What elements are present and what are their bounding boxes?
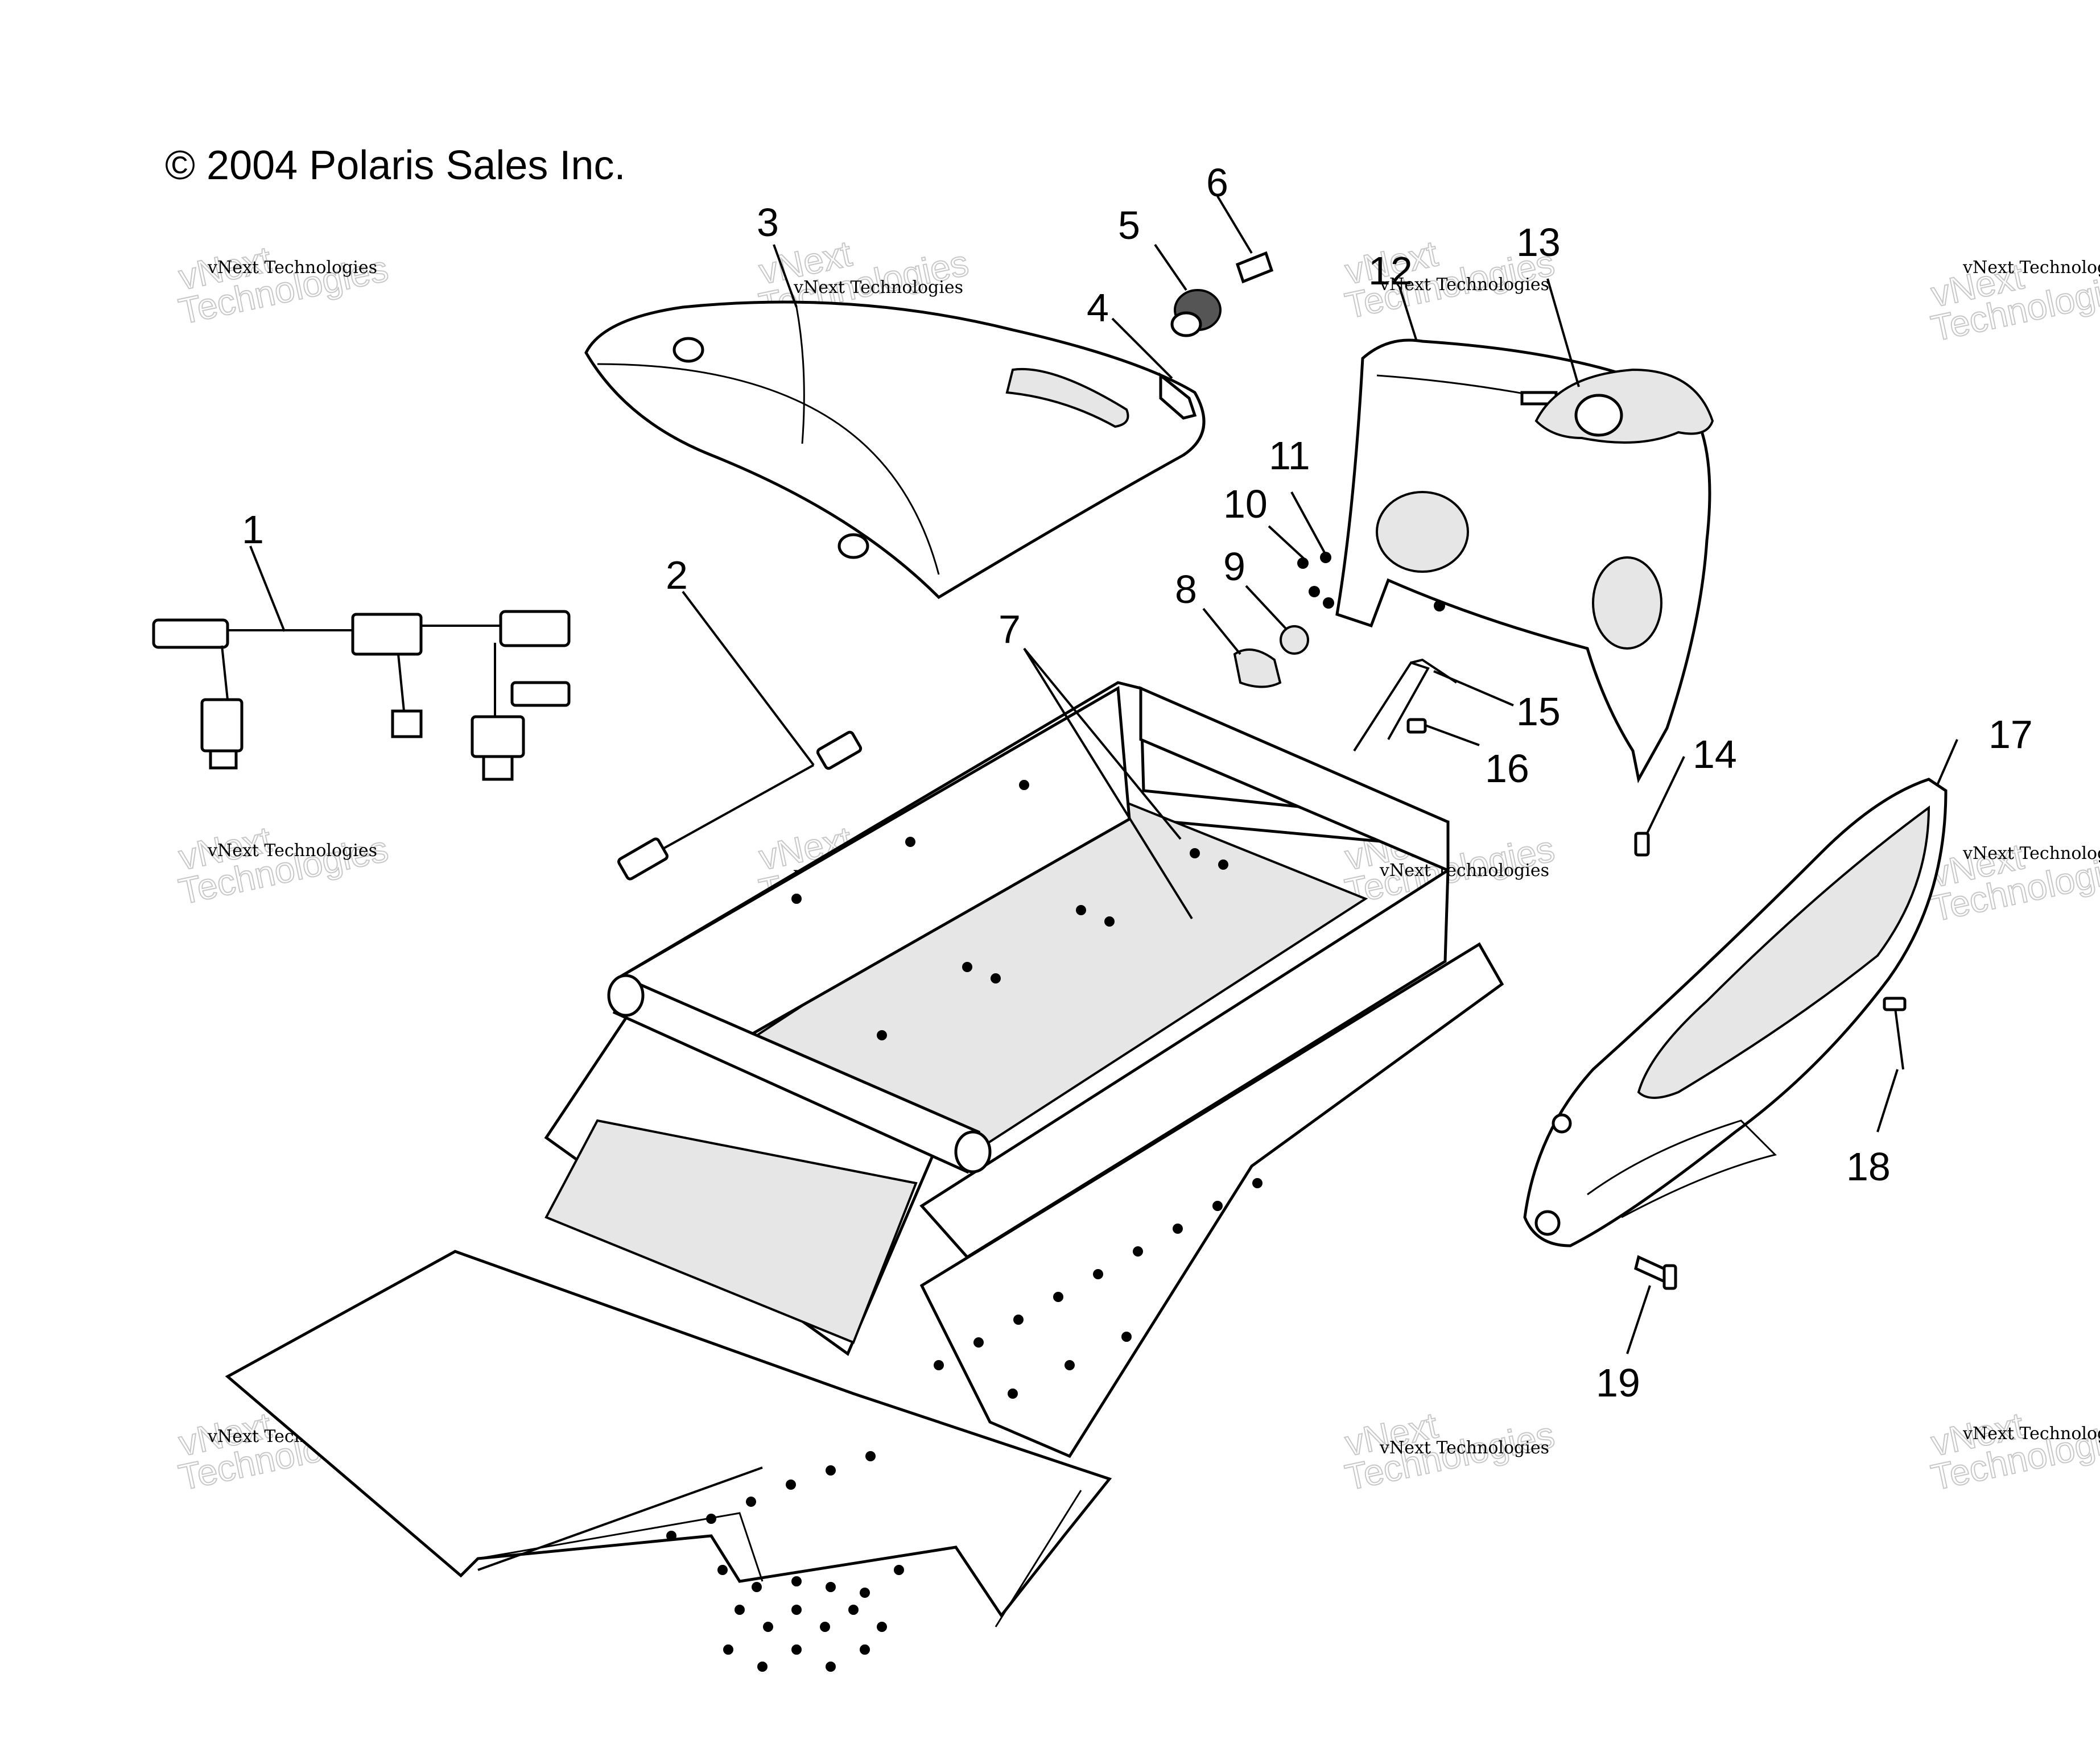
callout-4: 4 xyxy=(1087,286,1109,330)
chassis-hole xyxy=(746,1497,756,1507)
chassis-hole xyxy=(1173,1224,1183,1234)
chassis-storage-box xyxy=(225,681,1504,1627)
chassis-hole xyxy=(865,1451,876,1461)
chassis-hole xyxy=(1093,1269,1103,1279)
chassis-hole xyxy=(820,1622,830,1632)
watermark-top-left: vNext Technologies vNext Technologies xyxy=(175,238,392,332)
chassis-hole xyxy=(826,1582,836,1592)
chassis-hole xyxy=(791,1644,802,1655)
svg-text:vNext Technologies: vNext Technologies xyxy=(1379,1438,1549,1458)
chassis-hole xyxy=(826,1465,836,1476)
callout-5: 5 xyxy=(1118,203,1140,247)
part-17-side-panel xyxy=(1523,778,1948,1247)
callout-2: 2 xyxy=(666,553,688,597)
chassis-hole xyxy=(877,1030,887,1040)
chassis-hole xyxy=(791,1576,802,1586)
chassis-hole xyxy=(894,1565,904,1575)
chassis-hole xyxy=(1053,1292,1063,1302)
chassis-hole xyxy=(934,1360,944,1370)
watermark-far-right-top: vNext Technologies vNext Technologies xyxy=(1927,255,2100,349)
chassis-hole xyxy=(1019,780,1029,790)
chassis-hole xyxy=(962,962,972,972)
chassis-hole xyxy=(1008,1389,1018,1399)
part-5-lock-cylinder xyxy=(1170,289,1222,337)
chassis-hole xyxy=(1013,1315,1024,1325)
part-4-latch-bracket xyxy=(1159,372,1197,420)
chassis-hole xyxy=(1121,1332,1132,1342)
callout-19: 19 xyxy=(1596,1361,1640,1405)
callout-18: 18 xyxy=(1846,1144,1891,1189)
chassis-hole xyxy=(848,1605,859,1615)
part-9-bulb xyxy=(1280,625,1309,655)
svg-text:vNext Technologies: vNext Technologies xyxy=(207,841,377,861)
chassis-hole xyxy=(826,1662,836,1672)
part-3-storage-lid xyxy=(584,300,1206,600)
watermark-mid-left: vNext Technologies vNext Technologies xyxy=(175,818,392,912)
chassis-hole xyxy=(991,973,1001,983)
callout-11: 11 xyxy=(1269,433,1310,478)
chassis-hole xyxy=(717,1565,728,1575)
part-16-clip xyxy=(1406,718,1427,734)
callout-16: 16 xyxy=(1485,746,1529,791)
callout-1: 1 xyxy=(242,507,264,552)
watermark-bottom-right: vNext Technologies vNext Technologies xyxy=(1341,1404,1558,1498)
part-8-bulb-socket xyxy=(1233,648,1282,688)
chassis-hole xyxy=(723,1644,733,1655)
callout-6: 6 xyxy=(1206,160,1228,205)
callout-7: 7 xyxy=(999,607,1021,651)
callout-12: 12 xyxy=(1368,249,1413,293)
part-19-fastener xyxy=(1634,1255,1677,1290)
callout-10: 10 xyxy=(1223,482,1268,526)
svg-text:vNext Technologies: vNext Technologies xyxy=(207,258,377,278)
svg-text:vNext Technologies: vNext Technologies xyxy=(1962,844,2100,863)
callout-14: 14 xyxy=(1693,732,1737,776)
chassis-hole xyxy=(973,1337,984,1348)
watermark-far-right-bottom: vNext Technologies vNext Technologies xyxy=(1927,1404,2100,1498)
chassis-hole xyxy=(1065,1360,1075,1370)
part-6-key xyxy=(1235,251,1274,284)
part-14-screw xyxy=(1634,832,1650,857)
chassis-hole xyxy=(735,1605,745,1615)
chassis-hole xyxy=(860,1644,870,1655)
chassis-holes xyxy=(666,780,1263,1672)
svg-text:vNext Technologies: vNext Technologies xyxy=(1379,275,1549,295)
callout-15: 15 xyxy=(1516,689,1561,734)
copyright-notice: © 2004 Polaris Sales Inc. xyxy=(165,143,626,188)
callout-13: 13 xyxy=(1516,220,1561,265)
svg-text:vNext Technologies: vNext Technologies xyxy=(793,278,963,297)
watermark-far-right-mid: vNext Technologies vNext Technologies xyxy=(1927,835,2100,929)
part-18-push-rivet xyxy=(1883,997,1907,1070)
svg-text:vNext Technologies: vNext Technologies xyxy=(1962,258,2100,278)
chassis-hole xyxy=(1252,1178,1263,1188)
chassis-hole xyxy=(877,1622,887,1632)
chassis-hole xyxy=(905,837,915,847)
svg-text:vNext Technologies: vNext Technologies xyxy=(1962,1424,2100,1444)
callout-3: 3 xyxy=(757,200,779,245)
chassis-hole xyxy=(666,1531,676,1541)
svg-text:vNext Technologies: vNext Technologies xyxy=(1379,861,1549,881)
leader-lines xyxy=(249,195,1958,1354)
callout-8: 8 xyxy=(1175,567,1197,611)
part-2-sub-harness xyxy=(617,730,863,881)
chassis-hole xyxy=(786,1480,796,1490)
chassis-hole xyxy=(1104,916,1115,927)
chassis-hole xyxy=(1212,1201,1223,1211)
chassis-hole xyxy=(752,1582,762,1592)
chassis-hole xyxy=(763,1622,773,1632)
callouts: 1 2 3 4 5 6 7 8 9 10 11 12 13 14 15 16 1… xyxy=(242,160,2033,1405)
chassis-hole xyxy=(860,1588,870,1598)
chassis-hole xyxy=(791,1605,802,1615)
chassis-hole xyxy=(757,1662,768,1672)
chassis-hole xyxy=(1133,1246,1143,1257)
chassis-hole xyxy=(706,1514,716,1524)
chassis-hole xyxy=(1076,905,1086,915)
part-13-tail-light xyxy=(1534,368,1714,444)
callout-17: 17 xyxy=(1988,712,2033,757)
part-1-wiring-harness xyxy=(152,610,571,781)
chassis-hole xyxy=(1190,848,1200,858)
callout-9: 9 xyxy=(1223,544,1245,589)
chassis-hole xyxy=(791,894,802,904)
chassis-hole xyxy=(1218,859,1228,870)
